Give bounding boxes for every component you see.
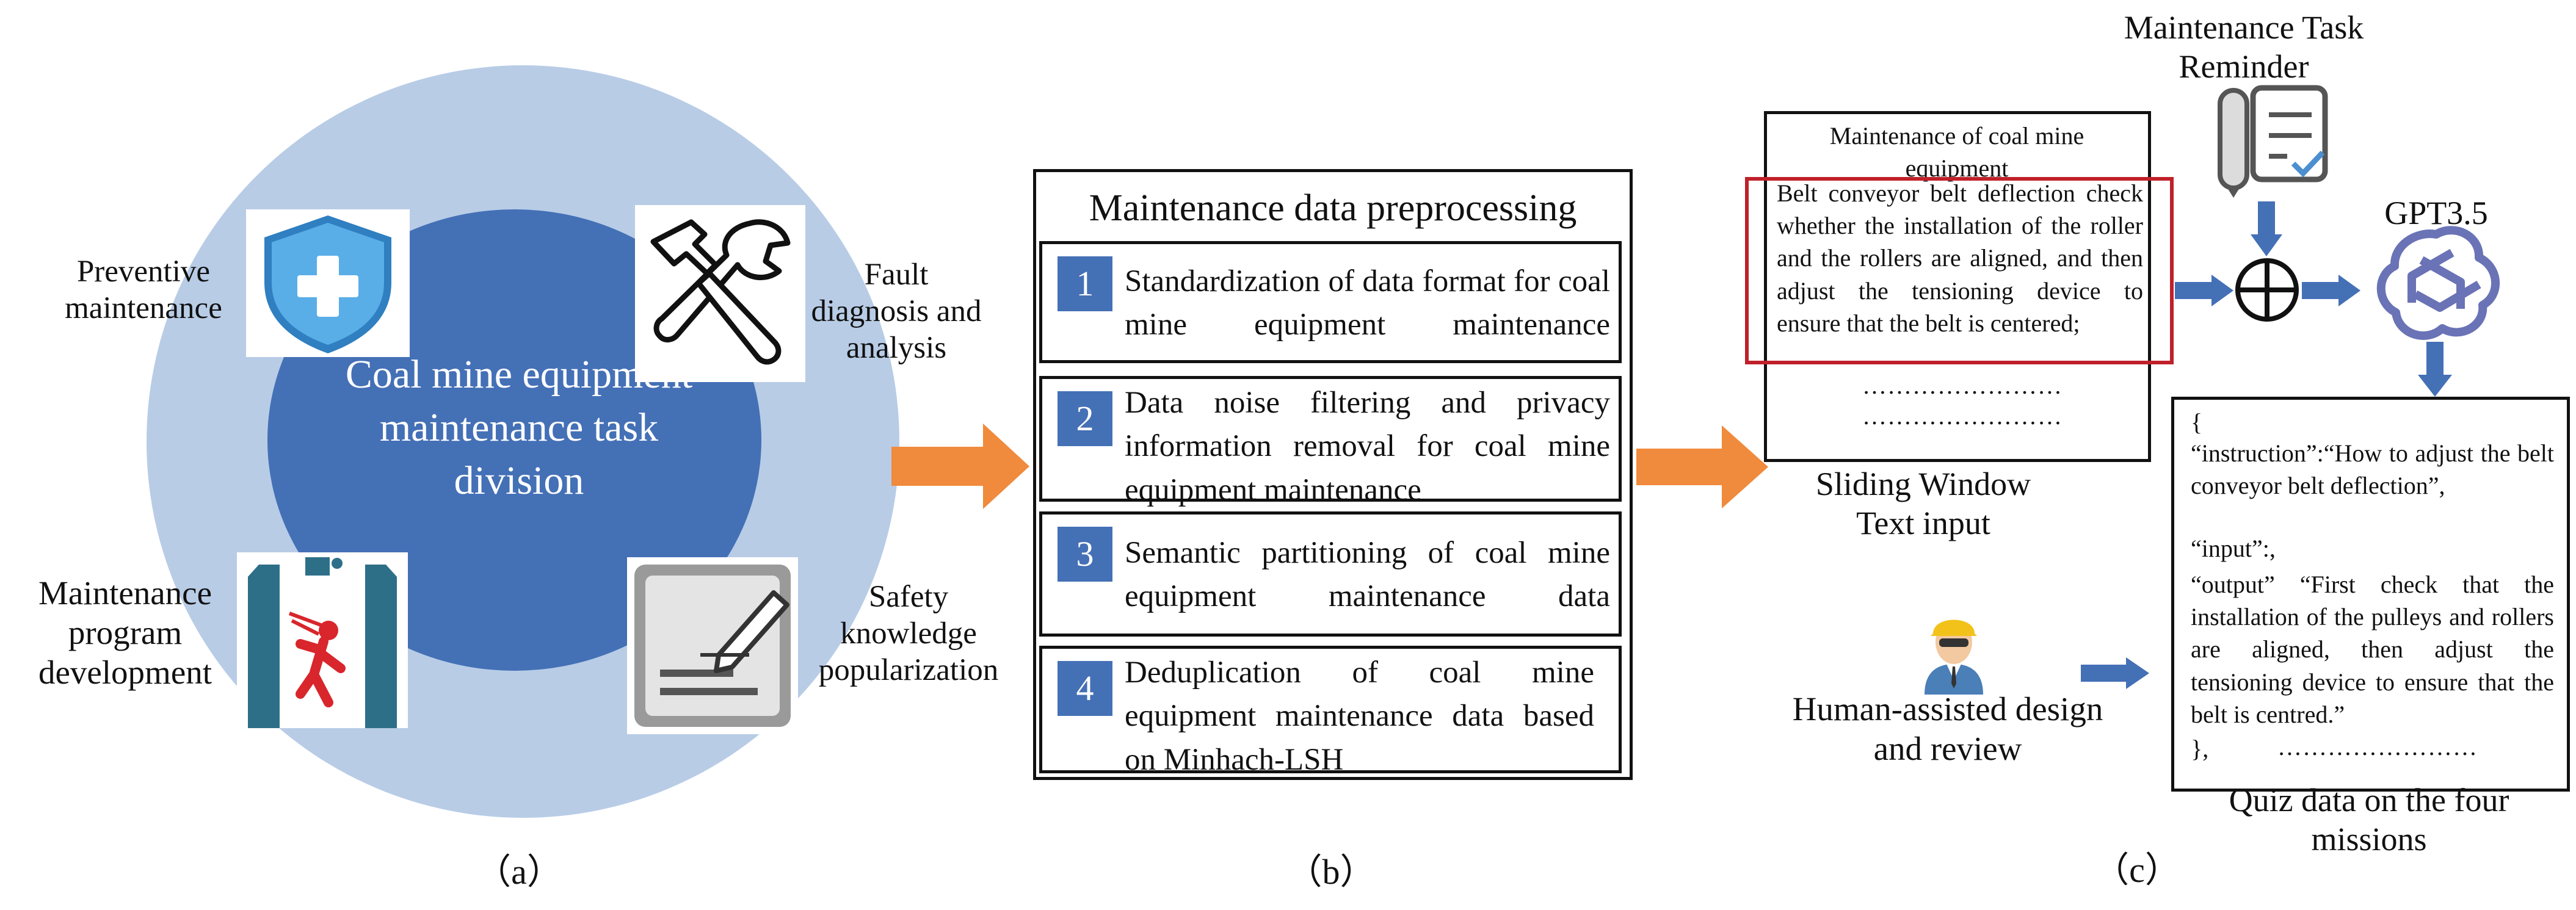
step-number: 2 (1058, 391, 1112, 446)
quiz-ellipsis: …………………… (2277, 733, 2478, 760)
quiz-label: Quiz data on the four missions (2229, 782, 2509, 858)
arrow-a-to-b (891, 424, 1029, 509)
step-3: 3 Semantic partitioning of coal mine equ… (1039, 511, 1622, 637)
sliding-window-ellipsis-1: …………………… (1862, 372, 2063, 399)
caption-a: （a） (476, 852, 562, 892)
combine-plus-icon (2235, 258, 2299, 322)
step-text: Deduplication of coal mine equipment mai… (1125, 655, 1594, 777)
arrow-reminder-down (2251, 201, 2282, 256)
gpt-logo-icon (2369, 217, 2503, 345)
quiz-instruction: “instruction”:“How to adjust the belt co… (2191, 439, 2554, 500)
human-label: Human-assisted design and review (1792, 690, 2103, 767)
highlight-frame (1745, 177, 2174, 364)
sliding-window-ellipsis-2: …………………… (1862, 402, 2063, 430)
quiz-data-box (2171, 397, 2570, 792)
step-text: Semantic partitioning of coal mine equip… (1125, 536, 1610, 614)
quiz-input: “input”:, (2191, 535, 2276, 562)
sliding-window-label: Sliding Window Text input (1815, 466, 2031, 541)
step-text: Standardization of data format for coal … (1125, 264, 1610, 342)
arrow-plus-right (2302, 275, 2360, 306)
step-number: 3 (1058, 527, 1112, 582)
step-text: Data noise filtering and privacy informa… (1125, 386, 1610, 507)
shield-plus-icon (246, 209, 410, 357)
quiz-open-brace: { (2191, 408, 2203, 436)
step-1: 1 Standardization of data format for coa… (1039, 241, 1622, 363)
preprocessing-frame (1033, 169, 1633, 780)
label-fault: Fault diagnosis and analysis (811, 258, 982, 366)
arrow-window-right (2175, 275, 2233, 306)
label-preventive: Preventive maintenance (65, 255, 222, 326)
gpt-label: GPT3.5 (2384, 195, 2488, 231)
step-number: 4 (1058, 661, 1112, 716)
reminder-label: Maintenance Task Reminder (2124, 9, 2364, 85)
quiz-output: “output” “First check that the installat… (2191, 571, 2554, 728)
engineer-avatar-icon (1925, 619, 1983, 695)
quiz-close-brace: }, (2191, 735, 2209, 762)
arrow-gpt-down (2418, 342, 2452, 397)
label-program: Maintenance program development (38, 574, 212, 691)
wrench-hammer-icon (635, 205, 805, 382)
caption-c: （c） (2094, 850, 2180, 890)
center-title: Coal mine equipment maintenance task div… (345, 352, 693, 504)
caption-b: （b） (1286, 852, 1376, 892)
step-number: 1 (1058, 256, 1112, 311)
sliding-window-box (1764, 111, 2151, 462)
sliding-window-body: Belt conveyor belt deflection check whet… (1777, 179, 2143, 337)
reminder-icon (2218, 85, 2328, 198)
arrow-human-right (2081, 657, 2149, 689)
label-safety: Safety knowledge popularization (818, 580, 999, 688)
preprocessing-title: Maintenance data preprocessing (1089, 187, 1577, 229)
step-2: 2 Data noise filtering and privacy infor… (1039, 376, 1622, 507)
falling-worker-icon (237, 552, 408, 728)
sliding-window-title: Maintenance of coal mine equipment (1829, 122, 2084, 182)
step-4: 4 Deduplication of coal mine equipment m… (1039, 646, 1622, 777)
document-pen-icon (627, 557, 798, 734)
arrow-b-to-c (1636, 425, 1768, 508)
